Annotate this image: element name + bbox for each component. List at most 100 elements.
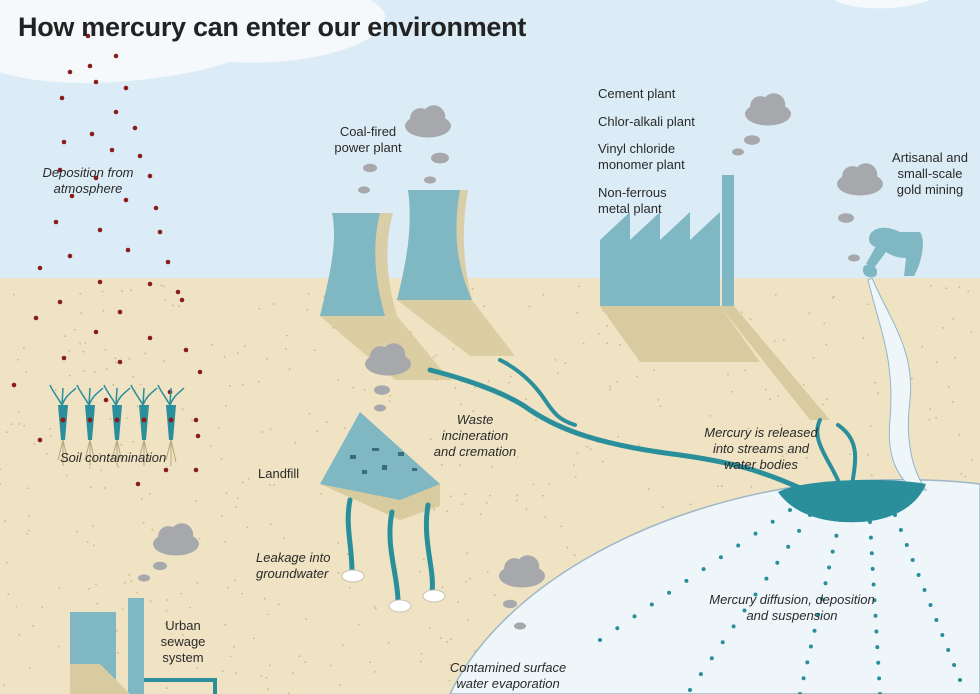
ground-speck — [478, 451, 480, 454]
sewage-chimney — [128, 598, 144, 694]
ground-speck — [822, 403, 824, 406]
smoke-cloud — [153, 523, 199, 556]
mercury-dot — [157, 229, 163, 235]
ground-speck — [874, 381, 877, 384]
ground-speck — [429, 627, 431, 629]
ground-speck — [929, 408, 932, 411]
ground-speck — [578, 285, 581, 288]
ground-speck — [662, 506, 664, 509]
ground-speck — [446, 640, 448, 643]
ground-speck — [285, 347, 287, 350]
diffusion-dot — [874, 629, 879, 634]
ground-speck — [420, 660, 422, 663]
ground-speck — [73, 328, 76, 331]
ground-speck — [741, 311, 743, 314]
ground-speck — [867, 454, 870, 456]
ground-speck — [515, 499, 518, 502]
factory-shadow — [600, 306, 760, 362]
ground-speck — [298, 655, 301, 658]
ground-speck — [273, 303, 275, 305]
mercury-dot — [147, 173, 153, 179]
ground-speck — [948, 386, 950, 388]
ground-speck — [164, 299, 167, 302]
diffusion-dot — [934, 618, 939, 622]
ground-speck — [528, 305, 531, 308]
ground-speck — [149, 492, 151, 495]
ground-speck — [659, 405, 662, 407]
diffusion-dot — [805, 660, 810, 665]
diffusion-dot — [786, 544, 791, 549]
ground-speck — [89, 486, 92, 489]
diffusion-dot — [649, 602, 654, 607]
ground-speck — [33, 443, 36, 445]
ground-speck — [449, 663, 452, 666]
ground-speck — [26, 533, 29, 535]
ground-speck — [831, 296, 834, 299]
diffusion-dot — [868, 535, 873, 540]
ground-speck — [450, 638, 453, 640]
plant — [76, 384, 104, 466]
ground-speck — [136, 405, 139, 408]
ground-speck — [6, 431, 8, 434]
ground-speck — [429, 438, 432, 441]
ground-speck — [459, 669, 462, 672]
ground-speck — [935, 361, 938, 364]
ground-speck — [764, 388, 767, 391]
mercury-dot — [123, 197, 129, 203]
ground-speck — [942, 327, 945, 329]
mercury-dot — [193, 467, 199, 473]
ground-speck — [171, 304, 174, 307]
ground-speck — [532, 483, 535, 486]
smoke-puff — [153, 561, 167, 571]
ground-speck — [269, 428, 272, 431]
ground-speck — [96, 602, 98, 605]
ground-speck — [491, 465, 494, 468]
smoke-puff — [431, 152, 449, 164]
ground-speck — [92, 525, 94, 527]
ground-speck — [749, 318, 752, 321]
ground-speck — [269, 483, 271, 486]
ground-speck — [433, 508, 436, 511]
diffusion-dot — [667, 590, 672, 595]
ground-speck — [525, 398, 527, 400]
ground-speck — [483, 305, 485, 308]
ground-speck — [440, 463, 443, 466]
diffusion-dot — [946, 648, 951, 652]
mercury-dot — [87, 63, 93, 69]
ground-speck — [363, 389, 366, 391]
diffusion-dot — [928, 603, 933, 607]
smoke-cloud — [365, 343, 411, 376]
ground-speck — [88, 467, 91, 469]
factory — [600, 212, 720, 306]
ground-speck — [76, 530, 78, 533]
ground-speck — [144, 352, 147, 355]
mercury-dot — [109, 147, 115, 153]
ground-speck — [747, 427, 750, 430]
ground-speck — [305, 618, 307, 620]
ground-speck — [564, 362, 567, 365]
ground-speck — [27, 514, 30, 517]
smoke-cloud — [499, 555, 545, 588]
ground-speck — [93, 370, 96, 373]
ground-speck — [191, 419, 194, 422]
diffusion-dot — [701, 567, 706, 572]
ground-speck — [342, 644, 344, 646]
ground-speck — [86, 541, 89, 543]
ground-speck — [590, 448, 592, 451]
ground-speck — [57, 645, 60, 648]
ground-speck — [542, 294, 545, 296]
ground-speck — [121, 290, 123, 293]
ground-speck — [420, 652, 423, 655]
ground-speck — [560, 525, 563, 528]
label-chlor-alkali-plant: Chlor-alkali plant — [598, 114, 695, 129]
ground-speck — [582, 342, 585, 345]
label-surface-water-evaporation: Contamined surface water evaporation — [449, 660, 567, 691]
ground-speck — [435, 354, 437, 357]
ground-speck — [349, 586, 352, 589]
ground-speck — [450, 495, 452, 498]
diffusion-dot — [819, 597, 824, 602]
ground-speck — [18, 410, 20, 413]
diffusion-dot — [615, 626, 620, 631]
ground-speck — [716, 485, 719, 488]
ground-speck — [104, 348, 107, 351]
